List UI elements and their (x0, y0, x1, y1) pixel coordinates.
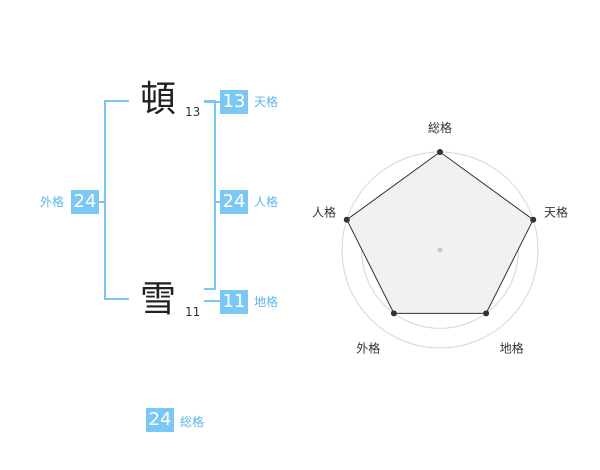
tenkaku-value: 13 (220, 90, 248, 114)
chikaku-label: 地格 (254, 295, 279, 309)
radar-center-dot (437, 247, 443, 253)
radar-point (530, 216, 537, 223)
radar-point (390, 310, 397, 317)
soukaku-value: 24 (146, 408, 174, 432)
jinkaku-label: 人格 (254, 195, 279, 209)
radar-points (343, 149, 537, 317)
radar-point (437, 149, 443, 155)
gaikaku-label: 外格 (40, 195, 65, 209)
chikaku-value: 11 (220, 290, 248, 314)
jinkaku-connector (214, 201, 220, 203)
radar-axis-label: 天格 (544, 204, 568, 219)
name-char-2: 雪 (140, 279, 177, 320)
name-char-2-strokes: 11 (185, 305, 201, 319)
gaikaku-bracket-bottom (104, 298, 129, 300)
gaikaku-bracket-vertical (104, 100, 106, 300)
radar-axis-label: 外格 (356, 341, 380, 356)
name-char-1: 頓 (140, 79, 177, 120)
jinkaku-value: 24 (220, 190, 248, 214)
gaikaku-bracket-top (104, 100, 129, 102)
radar-axis-label: 総格 (428, 120, 452, 135)
tenkaku-connector (204, 101, 220, 103)
name-char-1-strokes: 13 (185, 105, 201, 119)
radar-point (483, 310, 490, 317)
chikaku-connector (204, 300, 220, 302)
radar-axis-label: 人格 (312, 204, 336, 219)
soukaku-label: 総格 (180, 415, 205, 429)
gaikaku-bracket-connector (98, 201, 104, 203)
tenkaku-label: 天格 (254, 95, 279, 109)
radar-point (343, 216, 350, 223)
radar-data-area (346, 151, 534, 314)
jinkaku-bracket-vertical (214, 100, 216, 290)
radar-axis-label: 地格 (500, 341, 524, 356)
gaikaku-value: 24 (71, 190, 99, 214)
jinkaku-bracket-bottom (204, 288, 216, 290)
